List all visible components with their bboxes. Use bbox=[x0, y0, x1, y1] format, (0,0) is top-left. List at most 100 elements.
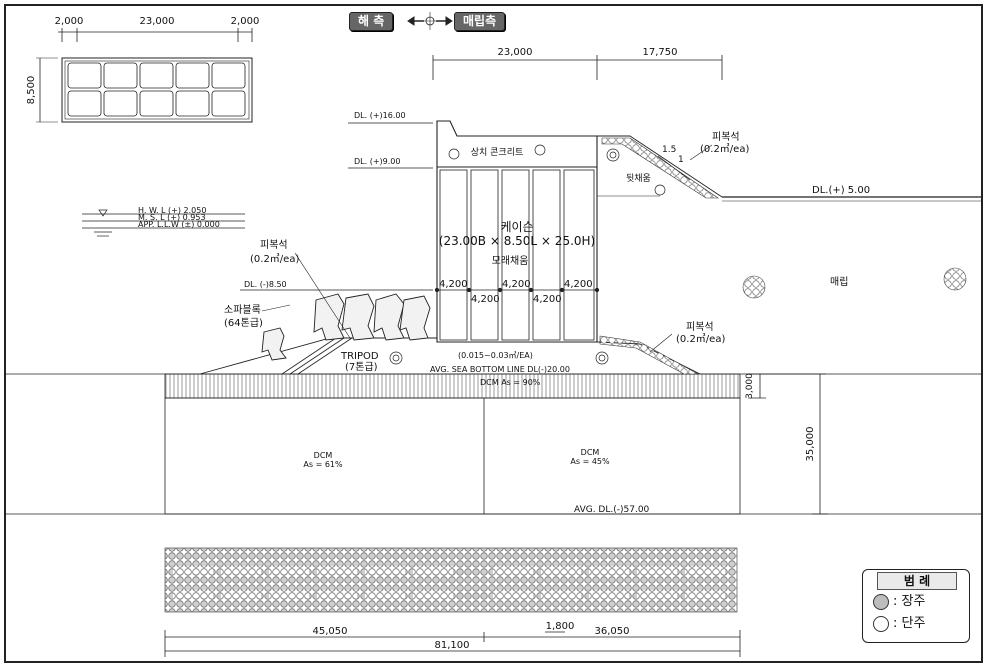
legend: 범 례 : 장주 : 단주 bbox=[862, 569, 970, 643]
dl-minus-57: AVG. DL.(-)57.00 bbox=[574, 505, 650, 515]
short-pile-band bbox=[317, 590, 357, 598]
legend-title: 범 례 bbox=[877, 572, 957, 590]
sand-fill: 모래채움 bbox=[492, 255, 529, 267]
cell-width-label: 4,200 bbox=[533, 294, 562, 305]
wave-dissipating-blocks bbox=[261, 293, 431, 361]
reclaim-rocks bbox=[742, 267, 967, 299]
short-pile-band bbox=[541, 590, 581, 598]
long-pile-icon bbox=[873, 593, 889, 610]
short-pile-band bbox=[317, 566, 357, 574]
level-marks bbox=[82, 122, 433, 291]
dim-1800: 1,800 bbox=[546, 621, 575, 632]
pile-plan bbox=[164, 547, 738, 613]
tripod: TRIPOD bbox=[340, 351, 379, 362]
plan-cell bbox=[67, 90, 102, 117]
plan-cell bbox=[211, 90, 246, 117]
slope-one: 1 bbox=[678, 155, 684, 165]
slope-ratio: 1.5 bbox=[662, 145, 676, 155]
plan-cell bbox=[139, 62, 174, 89]
short-pile-band bbox=[173, 590, 213, 598]
legend-short-pile-label: : 단주 bbox=[893, 616, 926, 631]
dim-23000: 23,000 bbox=[498, 47, 533, 58]
armor-right-spec: (0.2㎥/ea) bbox=[700, 142, 749, 155]
dcm-left-1: DCM bbox=[314, 451, 333, 460]
plan-cell bbox=[139, 90, 174, 117]
cell-width-label: 4,200 bbox=[564, 279, 593, 290]
short-pile-band bbox=[365, 566, 405, 574]
dim-height: 8,500 bbox=[26, 76, 37, 105]
drawing-frame bbox=[4, 4, 983, 663]
short-pile-band bbox=[685, 590, 725, 598]
armor-rear-slope bbox=[601, 137, 719, 199]
legend-short-pile: : 단주 bbox=[873, 614, 925, 634]
rubble-spec: (0.015~0.03㎥/EA) bbox=[458, 351, 533, 360]
plan-cell bbox=[211, 62, 246, 89]
dim-17750: 17,750 bbox=[643, 47, 678, 58]
armor-bottom: 피복석 bbox=[686, 321, 714, 333]
dcm-body bbox=[164, 397, 741, 515]
reclaim-side-tag: 매립측 bbox=[454, 12, 506, 31]
right-dims bbox=[748, 373, 828, 515]
sea-bottom: AVG. SEA BOTTOM LINE DL(-)20.00 bbox=[430, 365, 570, 374]
short-pile-band bbox=[637, 566, 677, 574]
dcm-right-1: DCM bbox=[581, 448, 600, 457]
tide-hwl: H. W. L (+) 2.050 bbox=[138, 206, 206, 215]
short-pile-band bbox=[413, 566, 453, 574]
short-pile-band bbox=[269, 566, 309, 574]
short-pile-band bbox=[269, 590, 309, 598]
dim-36050: 36,050 bbox=[595, 626, 630, 637]
legend-long-pile: : 장주 bbox=[873, 592, 925, 612]
short-pile-band bbox=[221, 590, 261, 598]
bottom-dims bbox=[164, 630, 741, 657]
section-top-dims bbox=[432, 55, 723, 80]
backfill: 뒷채움 bbox=[626, 172, 651, 184]
legend-long-pile-label: : 장주 bbox=[893, 594, 926, 609]
block: 소파블록 bbox=[224, 304, 261, 316]
short-pile-band bbox=[413, 590, 453, 598]
top-concrete: 상치 콘크리트 bbox=[471, 146, 524, 158]
dim-3000: 3,000 bbox=[745, 373, 755, 399]
dl-minus-8-5: DL. (-)8.50 bbox=[244, 280, 287, 289]
dim-81100: 81,100 bbox=[435, 640, 470, 651]
plan-cell bbox=[103, 62, 138, 89]
armor-toe bbox=[599, 335, 699, 375]
top-plan bbox=[36, 28, 253, 123]
plan-cell bbox=[67, 62, 102, 89]
plan-cell bbox=[175, 90, 210, 117]
tripod-blocks bbox=[389, 144, 666, 365]
sea-side-tag: 해 측 bbox=[349, 12, 394, 31]
short-pile-band bbox=[589, 566, 629, 574]
tide-msl: M. S. L (+) 0.953 bbox=[138, 213, 206, 222]
short-pile-band bbox=[173, 566, 213, 574]
short-pile-band bbox=[685, 566, 725, 574]
short-pile-bands bbox=[173, 566, 725, 598]
short-pile-band bbox=[637, 590, 677, 598]
dcm-right-2: As = 45% bbox=[570, 457, 610, 466]
dcm-left-2: As = 61% bbox=[303, 460, 343, 469]
dcm-top-layer bbox=[164, 373, 741, 399]
dl-5: DL.(+) 5.00 bbox=[812, 185, 870, 196]
armor-bottom-spec: (0.2㎥/ea) bbox=[676, 332, 725, 345]
reclaim: 매립 bbox=[830, 275, 848, 288]
short-pile-band bbox=[221, 566, 261, 574]
short-pile-band bbox=[541, 566, 581, 574]
armor-left-spec: (0.2㎥/ea) bbox=[250, 252, 299, 265]
plan-cells bbox=[67, 62, 246, 117]
short-pile-icon bbox=[873, 615, 889, 632]
dim-35000: 35,000 bbox=[805, 427, 816, 462]
dim-left: 2,000 bbox=[55, 16, 84, 27]
dim-right: 2,000 bbox=[231, 16, 260, 27]
cell-width-label: 4,200 bbox=[502, 279, 531, 290]
short-pile-band bbox=[493, 590, 533, 598]
dim-mid: 23,000 bbox=[140, 16, 175, 27]
caisson-title: 케이슨 bbox=[500, 220, 533, 234]
short-pile-band bbox=[365, 590, 405, 598]
leader-lines bbox=[261, 144, 713, 353]
dim-45050: 45,050 bbox=[313, 626, 348, 637]
dcm-top: DCM As = 90% bbox=[480, 378, 541, 387]
cell-width-label: 4,200 bbox=[471, 294, 500, 305]
short-pile-band bbox=[493, 566, 533, 574]
cell-width-label: 4,200 bbox=[439, 279, 468, 290]
